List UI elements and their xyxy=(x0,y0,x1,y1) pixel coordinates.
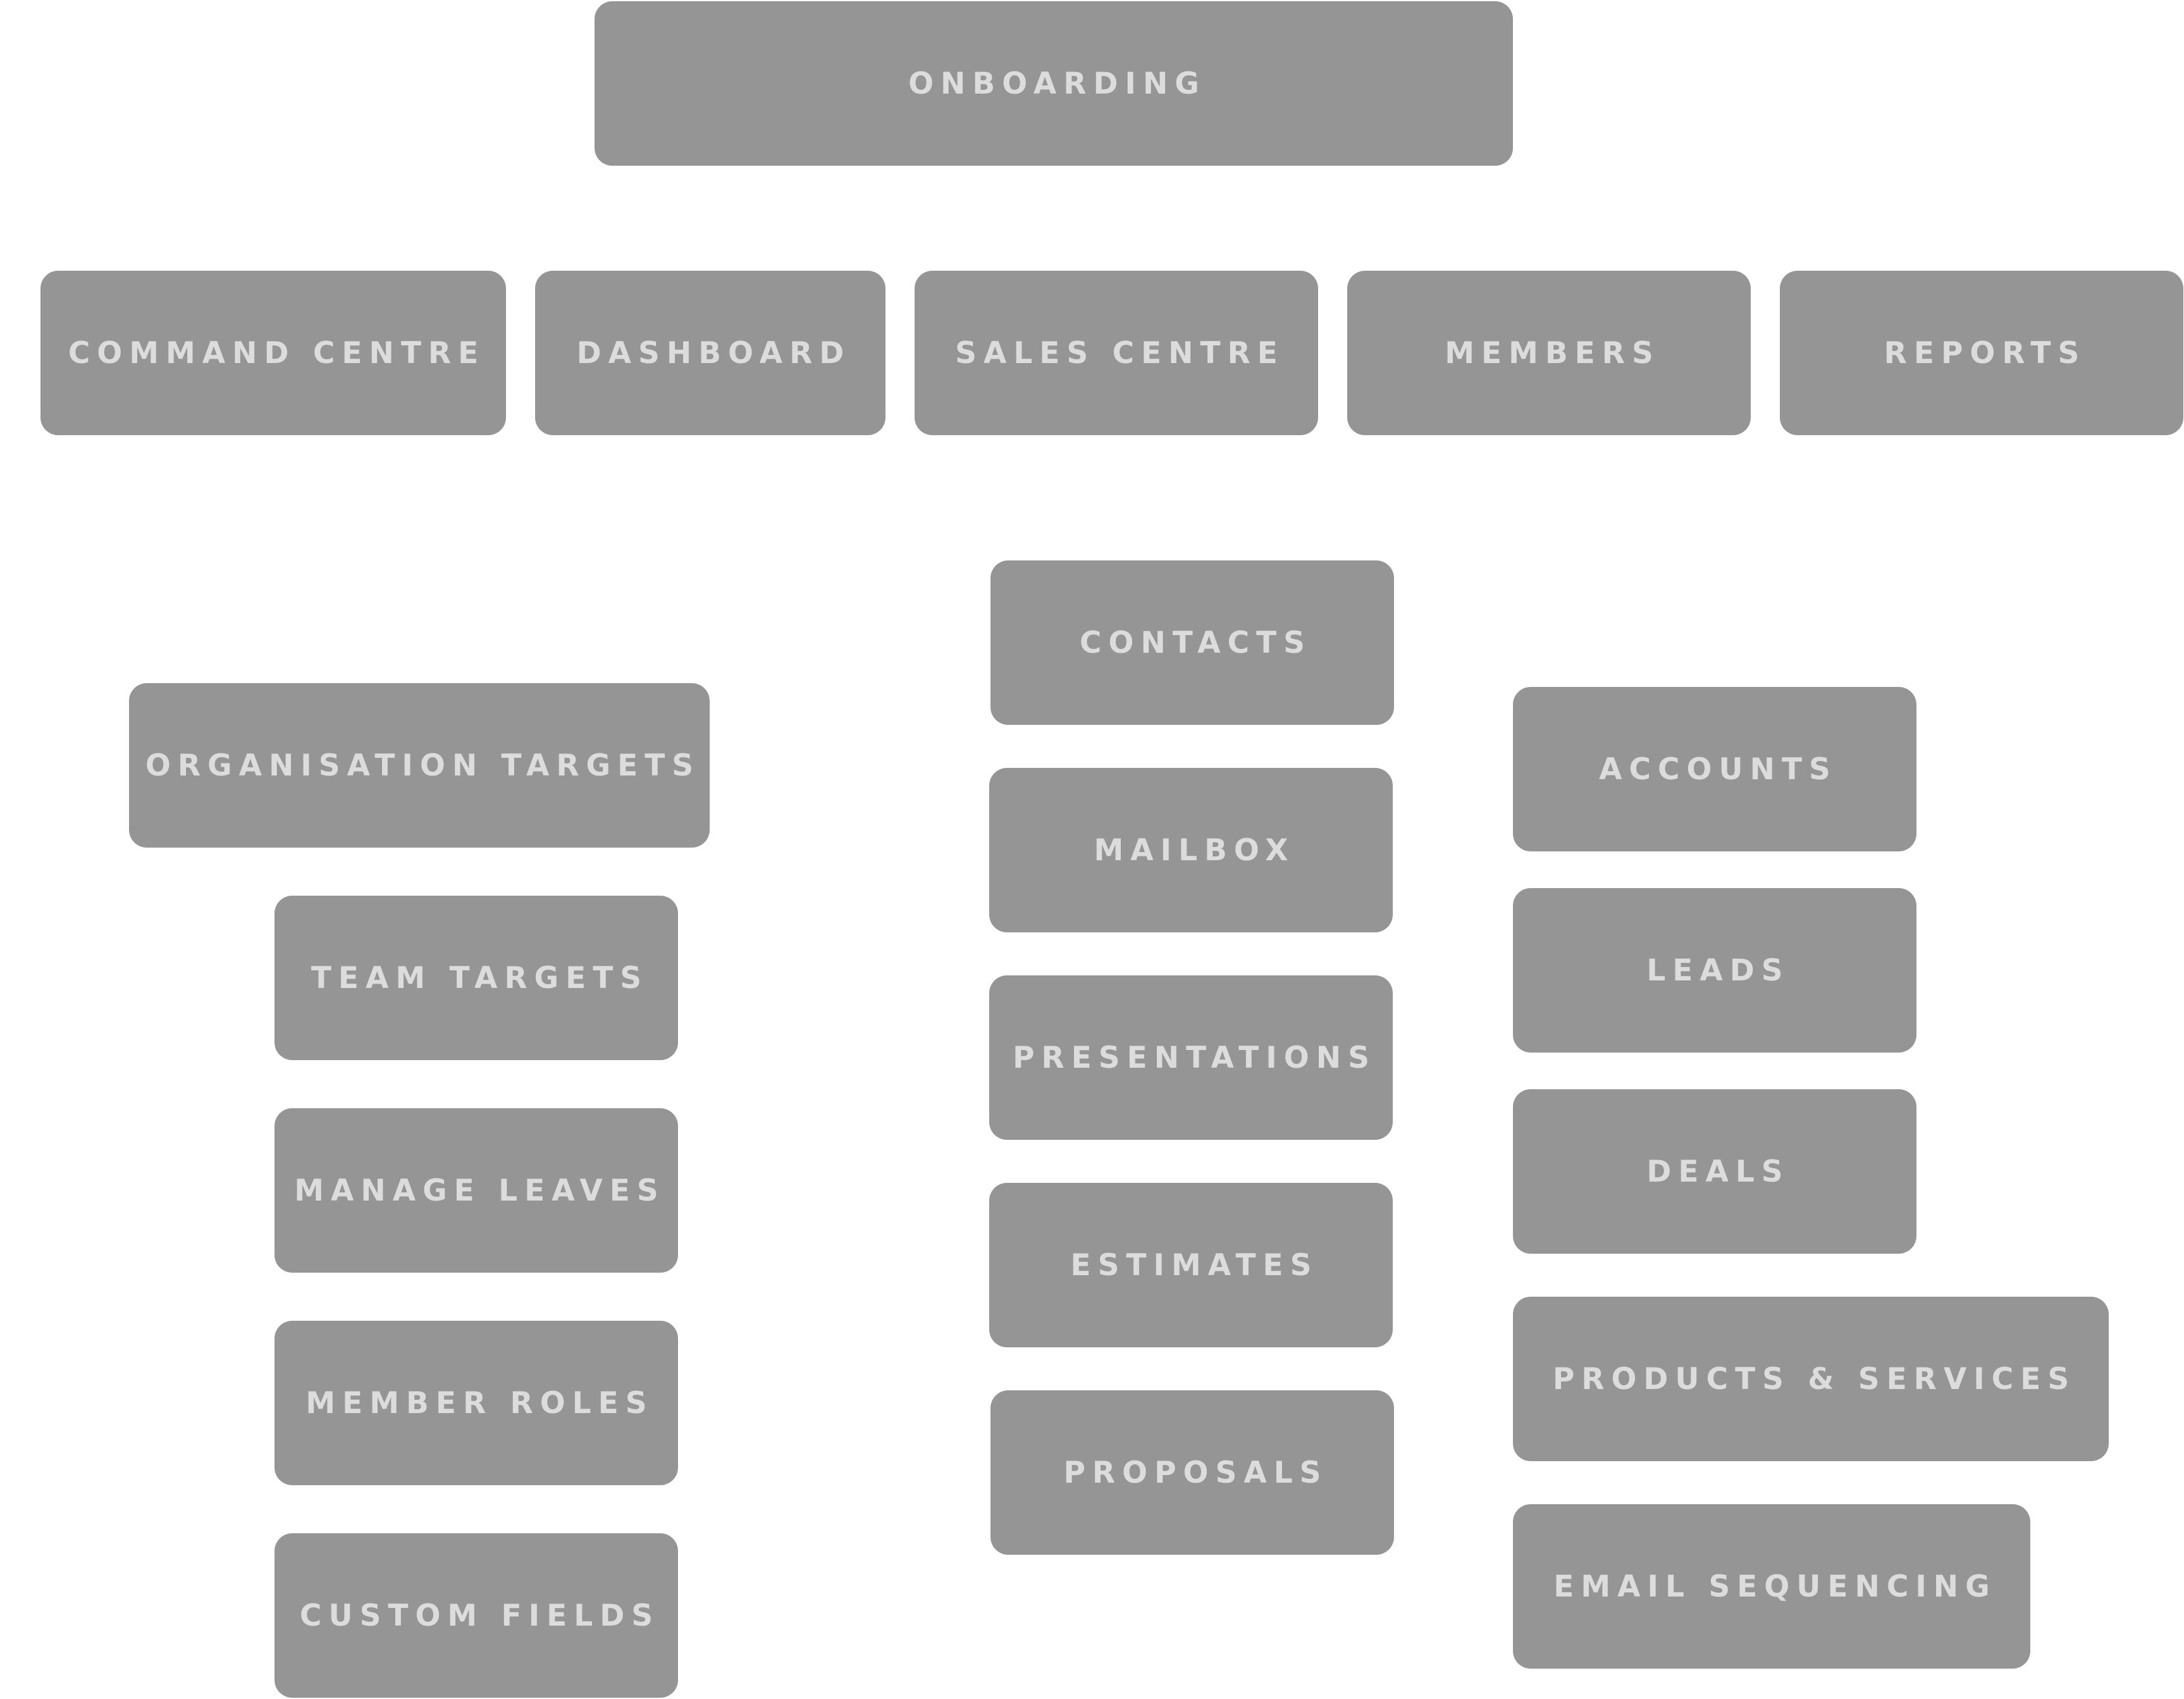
node-reports[interactable]: REPORTS xyxy=(1780,271,2183,435)
node-member-roles[interactable]: MEMBER ROLES xyxy=(275,1321,678,1485)
node-estimates[interactable]: ESTIMATES xyxy=(989,1183,1393,1347)
node-members-label: MEMBERS xyxy=(1445,335,1660,371)
node-presentations[interactable]: PRESENTATIONS xyxy=(989,975,1393,1140)
node-command-centre-label: COMMAND CENTRE xyxy=(68,335,486,371)
node-sales-centre-label: SALES CENTRE xyxy=(955,335,1285,371)
node-email-sequencing-label: EMAIL SEQUENCING xyxy=(1553,1569,1997,1604)
node-organisation-targets-label: ORGANISATION TARGETS xyxy=(145,748,701,783)
node-mailbox-label: MAILBOX xyxy=(1094,832,1295,868)
node-contacts-label: CONTACTS xyxy=(1080,625,1312,660)
node-manage-leaves[interactable]: MANAGE LEAVES xyxy=(275,1108,678,1273)
node-presentations-label: PRESENTATIONS xyxy=(1013,1040,1376,1075)
node-onboarding[interactable]: ONBOARDING xyxy=(595,1,1513,166)
node-team-targets[interactable]: TEAM TARGETS xyxy=(275,896,678,1060)
node-proposals[interactable]: PROPOSALS xyxy=(990,1390,1394,1555)
node-accounts[interactable]: ACCOUNTS xyxy=(1513,687,1916,851)
node-leads-label: LEADS xyxy=(1646,953,1790,988)
node-dashboard[interactable]: DASHBOARD xyxy=(535,271,885,435)
node-proposals-label: PROPOSALS xyxy=(1063,1455,1328,1490)
node-deals[interactable]: DEALS xyxy=(1513,1089,1916,1254)
node-onboarding-label: ONBOARDING xyxy=(908,66,1206,101)
node-email-sequencing[interactable]: EMAIL SEQUENCING xyxy=(1513,1504,2030,1669)
node-deals-label: DEALS xyxy=(1646,1154,1790,1189)
node-mailbox[interactable]: MAILBOX xyxy=(989,768,1393,932)
node-custom-fields[interactable]: CUSTOM FIELDS xyxy=(275,1533,678,1698)
node-products-and-services[interactable]: PRODUCTS & SERVICES xyxy=(1513,1297,2109,1461)
node-command-centre[interactable]: COMMAND CENTRE xyxy=(40,271,506,435)
node-contacts[interactable]: CONTACTS xyxy=(990,560,1394,725)
node-reports-label: REPORTS xyxy=(1884,335,2087,371)
node-organisation-targets[interactable]: ORGANISATION TARGETS xyxy=(129,683,710,848)
node-estimates-label: ESTIMATES xyxy=(1070,1247,1319,1283)
node-products-and-services-label: PRODUCTS & SERVICES xyxy=(1552,1361,2076,1397)
node-sales-centre[interactable]: SALES CENTRE xyxy=(915,271,1318,435)
node-accounts-label: ACCOUNTS xyxy=(1599,751,1837,787)
node-custom-fields-label: CUSTOM FIELDS xyxy=(299,1598,660,1633)
node-leads[interactable]: LEADS xyxy=(1513,888,1916,1053)
node-manage-leaves-label: MANAGE LEAVES xyxy=(294,1173,665,1208)
node-team-targets-label: TEAM TARGETS xyxy=(311,960,649,996)
node-members[interactable]: MEMBERS xyxy=(1347,271,1751,435)
node-member-roles-label: MEMBER ROLES xyxy=(305,1385,654,1421)
node-dashboard-label: DASHBOARD xyxy=(576,335,851,371)
